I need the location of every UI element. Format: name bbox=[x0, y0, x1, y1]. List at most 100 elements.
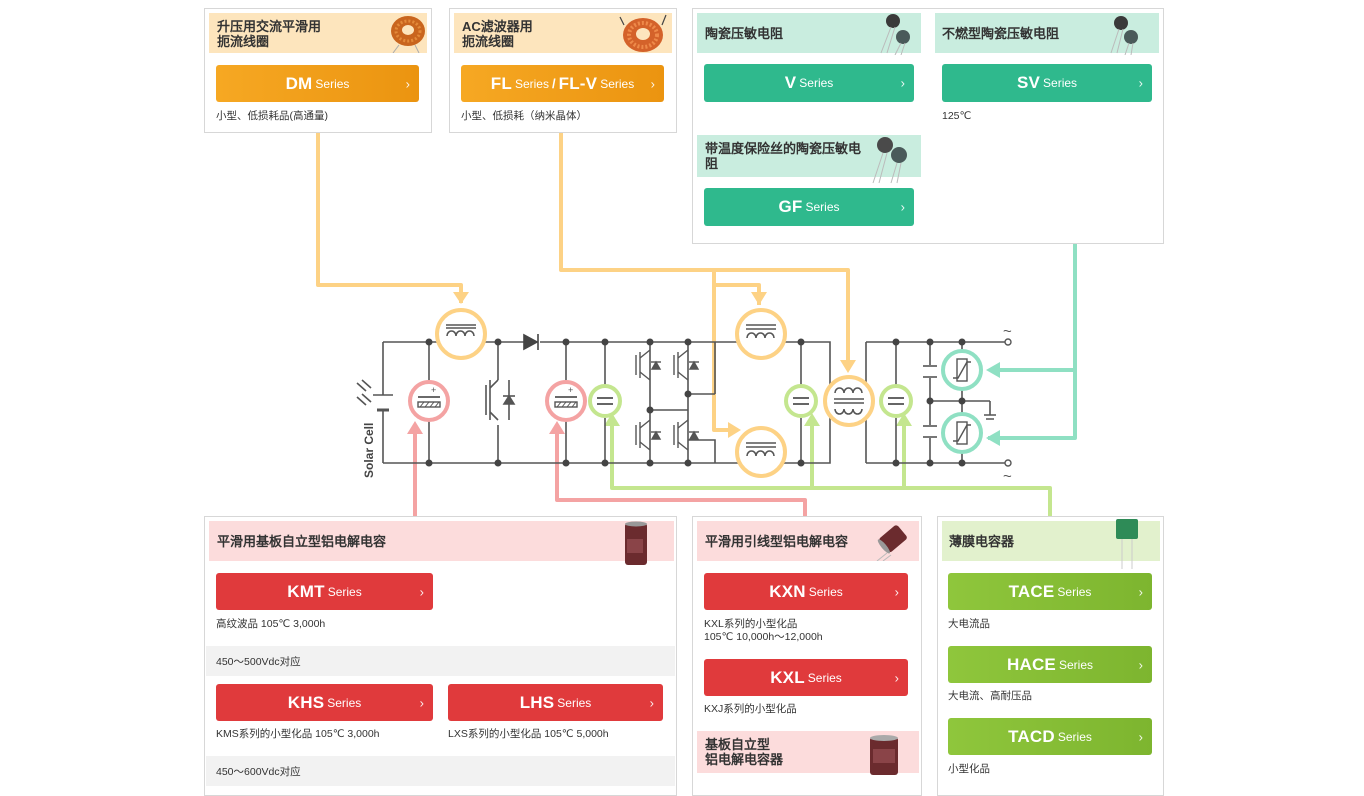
chevron-right-icon: › bbox=[405, 76, 410, 91]
dm-card: 升压用交流平滑用 扼流线圈 DM Series › 小型、低损耗品(高通量) bbox=[204, 8, 432, 133]
v-series-name: V bbox=[784, 73, 797, 92]
dm-header: 升压用交流平滑用 扼流线圈 bbox=[209, 13, 427, 53]
disc-varistor-icon bbox=[872, 137, 907, 184]
ac-symbol-bottom: ~ bbox=[1003, 468, 1012, 485]
kmt-card: 平滑用基板自立型铝电解电容 KMT Series › 高纹波品 105℃ 3,0… bbox=[204, 516, 677, 796]
dm-description: 小型、低损耗品(高通量) bbox=[216, 110, 328, 122]
inverter-igbts bbox=[635, 349, 700, 451]
connector-dm bbox=[316, 133, 463, 303]
fl-choke-bottom-highlight bbox=[735, 426, 787, 478]
radial-capacitor-icon bbox=[876, 525, 907, 561]
boost-igbt-symbol bbox=[485, 378, 516, 421]
gf-series-button[interactable]: GF Series › bbox=[704, 188, 914, 226]
lhs-series-suffix: Series bbox=[557, 695, 592, 710]
gf-series-suffix: Series bbox=[805, 200, 840, 214]
toroidal-choke-coil-icon bbox=[391, 16, 425, 53]
kxl-description: KXJ系列的小型化品 bbox=[704, 703, 797, 715]
arrow-kxn bbox=[549, 421, 565, 434]
solar-cell-symbol bbox=[356, 379, 393, 412]
kxl-series-button[interactable]: KXL Series › bbox=[704, 659, 908, 696]
tacd-description: 小型化品 bbox=[948, 763, 990, 775]
kmt-title: 平滑用基板自立型铝电解电容 bbox=[217, 534, 387, 549]
khs-series-name: KHS bbox=[287, 692, 325, 712]
fl-choke-top-highlight bbox=[735, 308, 787, 360]
tace-description: 大电流品 bbox=[948, 618, 990, 630]
arrow-kmt bbox=[407, 421, 423, 434]
chevron-right-icon: › bbox=[1138, 729, 1143, 744]
connector-varistor bbox=[988, 243, 1077, 440]
electrolytic-capacitor-symbols: + + bbox=[408, 380, 587, 422]
dm-series-button[interactable]: DM Series › bbox=[216, 65, 419, 102]
v-series-button[interactable]: V Series › bbox=[704, 64, 914, 102]
connector-fl bbox=[559, 133, 850, 370]
fl-series-button[interactable]: FL Series / FL-V Series › bbox=[461, 65, 664, 102]
chevron-right-icon: › bbox=[894, 670, 899, 685]
choke-coil-symbols bbox=[435, 308, 875, 478]
circuit-wiring bbox=[382, 341, 1008, 464]
arrow-film2 bbox=[804, 413, 820, 426]
arrow-dm bbox=[453, 292, 469, 304]
kxl-series-suffix: Series bbox=[807, 670, 842, 685]
fl-description: 小型、低损耗（纳米晶体） bbox=[461, 110, 587, 122]
khs-series-button[interactable]: KHS Series › bbox=[216, 684, 433, 721]
kmt-description: 高纹波品 105℃ 3,000h bbox=[216, 618, 326, 630]
hace-series-button[interactable]: HACE Series › bbox=[948, 646, 1152, 683]
common-mode-choke-highlight bbox=[823, 375, 875, 427]
film-header: 薄膜电容器 bbox=[942, 521, 1160, 561]
fl-title-line2: 扼流线圈 bbox=[462, 34, 515, 49]
ac-terminals: ~ ~ bbox=[1003, 323, 1012, 485]
fl-v-series-name: FL-V bbox=[558, 73, 598, 93]
svg-text:+: + bbox=[568, 385, 573, 395]
chevron-right-icon: › bbox=[1138, 657, 1143, 672]
kmt-series-button[interactable]: KMT Series › bbox=[216, 573, 433, 610]
fl-card: AC滤波器用 扼流线圈 FL Series / FL-V Series › 小型… bbox=[449, 8, 677, 133]
v-series-suffix: Series bbox=[799, 76, 834, 90]
kmt-series-name: KMT bbox=[287, 581, 325, 601]
sv-series-suffix: Series bbox=[1043, 76, 1078, 90]
fl-title-line1: AC滤波器用 bbox=[462, 19, 533, 34]
film-capacitor-icon bbox=[1116, 519, 1138, 569]
fl-series-separator: / bbox=[551, 76, 556, 91]
varistor-symbols bbox=[941, 349, 983, 454]
tacd-series-name: TACD bbox=[1008, 726, 1055, 746]
dm-title-line2: 扼流线圈 bbox=[217, 34, 270, 49]
ac-symbol-top: ~ bbox=[1003, 323, 1012, 340]
lhs-series-name: LHS bbox=[519, 692, 555, 712]
kmt-voltage-band-1: 450～500Vdc对应 bbox=[206, 646, 675, 676]
v-title: 陶瓷压敏电阻 bbox=[705, 26, 784, 41]
junction-dots bbox=[425, 338, 966, 467]
chevron-right-icon: › bbox=[900, 75, 905, 91]
sv-title: 不燃型陶瓷压敏电阻 bbox=[942, 26, 1060, 41]
khs-description: KMS系列的小型化品 105℃ 3,000h bbox=[216, 728, 380, 740]
connector-film bbox=[610, 420, 1052, 516]
kxn-series-button[interactable]: KXN Series › bbox=[704, 573, 908, 610]
varistor-card: 陶瓷压敏电阻 V Series › 不燃型陶瓷压敏电阻 SV Series › … bbox=[692, 8, 1164, 244]
tace-series-suffix: Series bbox=[1057, 584, 1092, 599]
film-title: 薄膜电容器 bbox=[949, 534, 1015, 549]
disc-varistor-icon bbox=[880, 14, 910, 55]
tacd-series-suffix: Series bbox=[1057, 729, 1092, 744]
fl-series-suffix: Series bbox=[514, 76, 549, 91]
gf-title-line1: 带温度保险丝的陶瓷压敏电 bbox=[705, 141, 862, 156]
dm-title-line1: 升压用交流平滑用 bbox=[217, 19, 322, 34]
kmt-header: 平滑用基板自立型铝电解电容 bbox=[209, 521, 674, 561]
kxn-series-suffix: Series bbox=[808, 584, 843, 599]
sv-series-button[interactable]: SV Series › bbox=[942, 64, 1152, 102]
y-capacitor-symbols bbox=[923, 365, 937, 438]
fl-v-series-suffix: Series bbox=[600, 76, 635, 91]
lhs-description: LXS系列的小型化品 105℃ 5,000h bbox=[448, 728, 609, 740]
kxn-card: 平滑用引线型铝电解电容 KXN Series › KXL系列的小型化品 105℃… bbox=[692, 516, 922, 796]
arrow-fl3 bbox=[728, 422, 741, 438]
tace-series-button[interactable]: TACE Series › bbox=[948, 573, 1152, 610]
film-capacitor-symbols bbox=[588, 384, 913, 418]
tacd-series-button[interactable]: TACD Series › bbox=[948, 718, 1152, 755]
chevron-right-icon: › bbox=[419, 695, 424, 710]
lhs-series-button[interactable]: LHS Series › bbox=[448, 684, 663, 721]
chevron-right-icon: › bbox=[650, 76, 655, 91]
chevron-right-icon: › bbox=[894, 584, 899, 599]
kmt-voltage-band-2: 450～600Vdc对应 bbox=[206, 756, 675, 786]
khs-series-suffix: Series bbox=[327, 695, 362, 710]
diode-symbol bbox=[523, 333, 539, 351]
kxl-series-name: KXL bbox=[770, 667, 805, 687]
